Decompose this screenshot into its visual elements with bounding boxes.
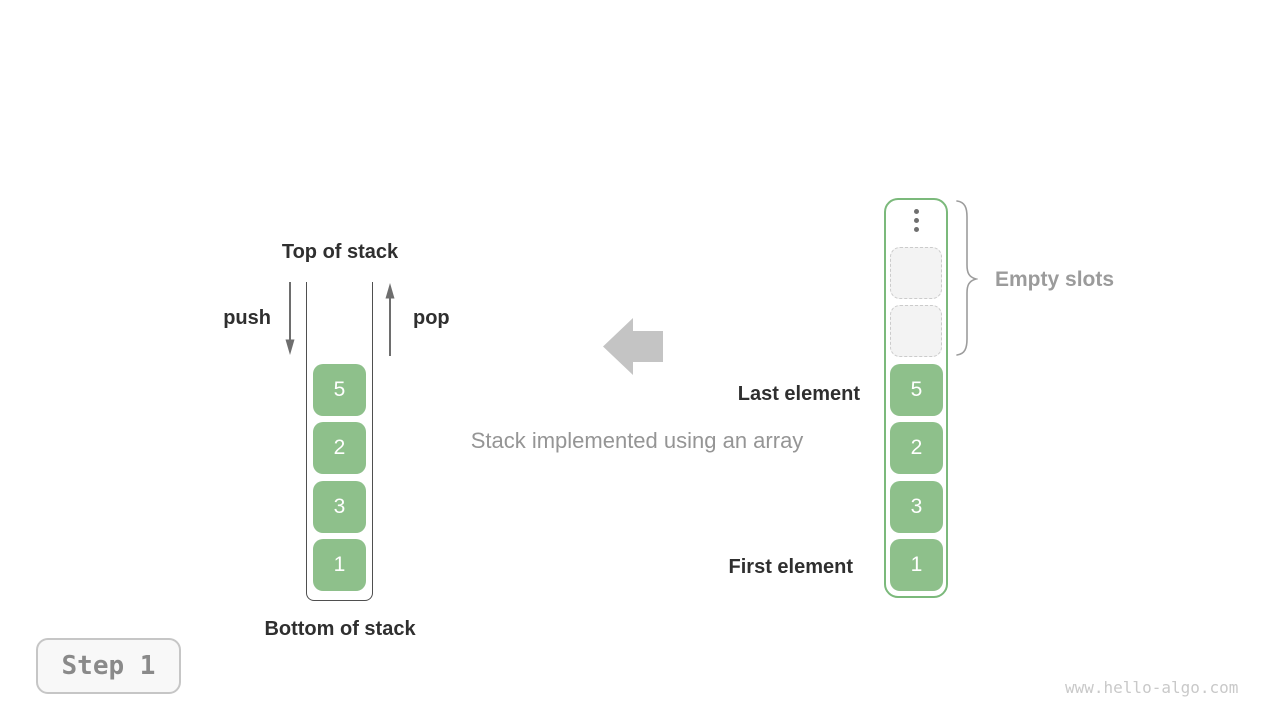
stack-element: 5 bbox=[313, 364, 366, 416]
top-of-stack-label: Top of stack bbox=[281, 241, 399, 263]
watermark: www.hello-algo.com bbox=[1065, 678, 1239, 697]
left-block-arrow-icon bbox=[603, 318, 663, 375]
empty-slot bbox=[890, 247, 942, 299]
array-element: 5 bbox=[890, 364, 943, 416]
empty-slots-label: Empty slots bbox=[995, 268, 1115, 291]
pop-label: pop bbox=[413, 307, 450, 329]
last-element-label: Last element bbox=[737, 383, 860, 405]
step-badge: Step 1 bbox=[36, 638, 181, 694]
stack-element: 3 bbox=[313, 481, 366, 533]
array-element: 1 bbox=[890, 539, 943, 591]
empty-slot bbox=[890, 305, 942, 357]
array-element: 2 bbox=[890, 422, 943, 474]
stack-element: 2 bbox=[313, 422, 366, 474]
pop-up-arrow-icon bbox=[385, 283, 395, 356]
stack-element: 1 bbox=[313, 539, 366, 591]
vertical-ellipsis-icon bbox=[913, 209, 919, 232]
first-element-label: First element bbox=[728, 556, 853, 578]
figure-caption: Stack implemented using an array bbox=[470, 428, 804, 453]
curly-brace-icon bbox=[956, 200, 978, 356]
stack-container bbox=[306, 282, 373, 601]
array-element: 3 bbox=[890, 481, 943, 533]
bottom-of-stack-label: Bottom of stack bbox=[264, 618, 416, 640]
push-label: push bbox=[223, 307, 271, 329]
push-down-arrow-icon bbox=[285, 282, 295, 355]
